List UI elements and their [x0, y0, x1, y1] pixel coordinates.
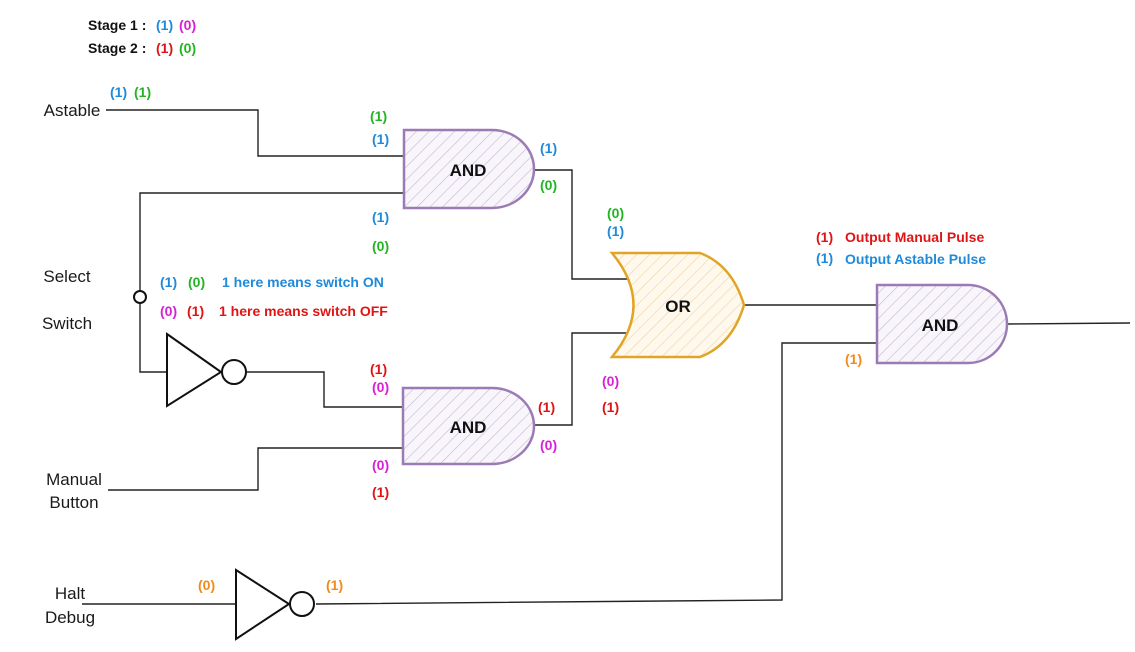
and-gate-bottom: AND	[401, 386, 536, 466]
astable-value-blue: (1)	[110, 84, 127, 100]
and1-input1-value-green: (1)	[370, 108, 387, 124]
wire-and1-to-or	[534, 169, 628, 280]
select-value-red: (1)	[187, 303, 204, 319]
and2-input2-value-red: (1)	[372, 484, 389, 500]
select-value-blue: (1)	[160, 274, 177, 290]
wire-astable	[106, 109, 404, 157]
output-manual-note: Output Manual Pulse	[845, 229, 984, 245]
switch-off-note: 1 here means switch OFF	[219, 303, 388, 319]
output-manual-value-red: (1)	[816, 229, 833, 245]
input-labels: Astable Select Switch Manual Button Halt…	[42, 101, 102, 627]
button-label: Button	[49, 493, 98, 512]
wire-select-switch	[139, 192, 404, 373]
and-gate-top: AND	[402, 128, 536, 210]
and2-output-value-magenta: (0)	[540, 437, 557, 453]
manual-label: Manual	[46, 470, 102, 489]
stage1-label: Stage 1 :	[88, 17, 146, 33]
stage1-value-magenta: (0)	[179, 17, 196, 33]
switch-on-note: 1 here means switch ON	[222, 274, 384, 290]
stage2-label: Stage 2 :	[88, 40, 146, 56]
or-input2-value-magenta: (0)	[602, 373, 619, 389]
select-value-green: (0)	[188, 274, 205, 290]
not-gate-halt	[235, 568, 315, 641]
or-gate-label: OR	[665, 297, 691, 316]
or-input2-value-red: (1)	[602, 399, 619, 415]
and1-output-value-green: (0)	[540, 177, 557, 193]
output-astable-note: Output Astable Pulse	[845, 251, 986, 267]
switch-label: Switch	[42, 314, 92, 333]
or-input1-value-blue: (1)	[607, 223, 624, 239]
wire-and2-to-or	[534, 332, 628, 426]
stage-legend: Stage 1 : (1) (0) Stage 2 : (1) (0)	[88, 17, 196, 56]
astable-label: Astable	[44, 101, 101, 120]
wire-halt-to-and3	[315, 342, 877, 605]
and1-input2-value-blue: (1)	[372, 209, 389, 225]
wire-manual-button	[108, 447, 403, 491]
and2-output-value-red: (1)	[538, 399, 555, 415]
halt-label: Halt	[55, 584, 86, 603]
and-gate-bottom-label: AND	[450, 418, 487, 437]
and1-input2-value-green: (0)	[372, 238, 389, 254]
astable-value-green: (1)	[134, 84, 151, 100]
wire-final-output	[1006, 322, 1131, 325]
select-switch-junction	[133, 290, 147, 304]
and-gate-output: AND	[875, 283, 1009, 365]
halt-output-value-orange: (1)	[326, 577, 343, 593]
or-input1-value-green: (0)	[607, 205, 624, 221]
stage2-value-red: (1)	[156, 40, 173, 56]
or-gate: OR	[609, 251, 746, 359]
and1-input1-value-blue: (1)	[372, 131, 389, 147]
wire-not-to-and2	[247, 371, 403, 408]
output-astable-value-blue: (1)	[816, 250, 833, 266]
stage2-value-green: (0)	[179, 40, 196, 56]
and2-input1-value-magenta: (0)	[372, 379, 389, 395]
debug-label: Debug	[45, 608, 95, 627]
halt-input-value-orange: (0)	[198, 577, 215, 593]
and-gate-output-label: AND	[922, 316, 959, 335]
wires	[82, 109, 1131, 605]
stage1-value-blue: (1)	[156, 17, 173, 33]
and2-input2-value-magenta: (0)	[372, 457, 389, 473]
and-gate-top-label: AND	[450, 161, 487, 180]
and1-output-value-blue: (1)	[540, 140, 557, 156]
select-label: Select	[43, 267, 91, 286]
select-value-magenta: (0)	[160, 303, 177, 319]
value-annotations: (1) (1) (1) (1) (1) (0) (1) (0) (0) (1) …	[110, 84, 986, 593]
and2-input1-value-red: (1)	[370, 361, 387, 377]
and3-input2-value-orange: (1)	[845, 351, 862, 367]
not-gate-select	[166, 332, 247, 408]
